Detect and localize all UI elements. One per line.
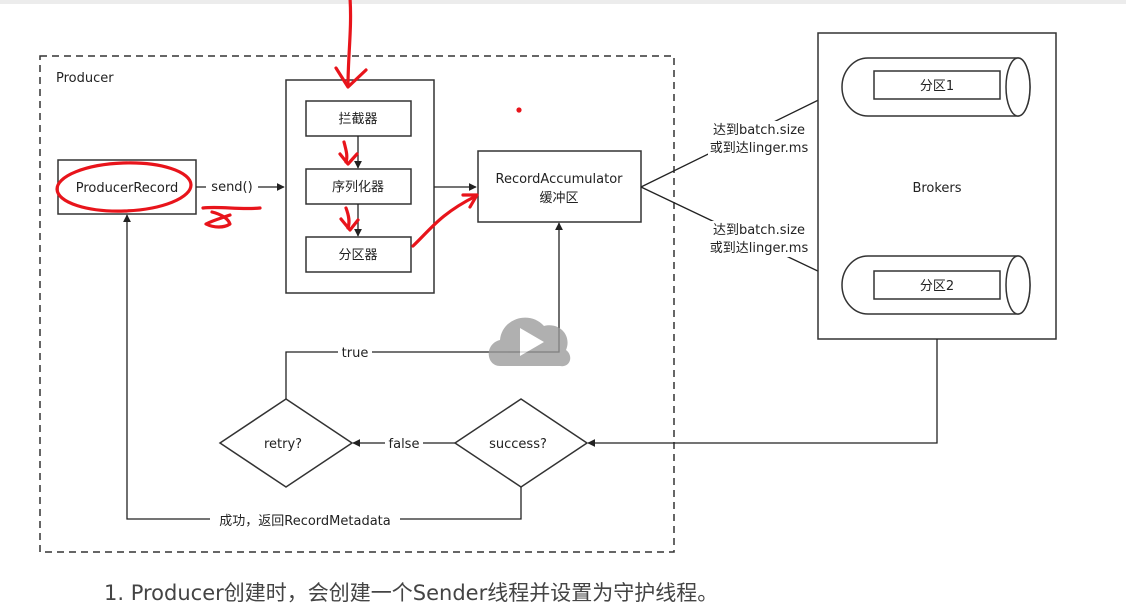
interceptor-label: 拦截器 — [338, 112, 377, 127]
red-annotation-top-arrowhead — [334, 66, 368, 89]
partitioner-label: 分区器 — [338, 248, 377, 263]
brokers-label: Brokers — [912, 181, 961, 196]
red-annotation-top-arrow — [346, 0, 353, 88]
send-label-bg — [206, 177, 258, 195]
red-annotation-dot — [516, 107, 522, 113]
play-icon[interactable] — [488, 317, 571, 367]
condition-top-line1: 达到batch.size — [713, 123, 805, 138]
partition2-label: 分区2 — [920, 279, 954, 294]
accumulator-title: RecordAccumulator — [496, 172, 624, 187]
producer-label: Producer — [56, 71, 114, 86]
producer-record-label: ProducerRecord — [76, 181, 179, 196]
false-label-bg — [385, 434, 423, 452]
return-label-bg — [210, 511, 400, 529]
partition2-cylinder — [841, 255, 1031, 315]
success-label: success? — [489, 437, 547, 452]
condition-top-line2: 或到达linger.ms — [710, 141, 809, 156]
red-annotation-to-accumulator — [411, 194, 478, 248]
send-label: send() — [211, 180, 252, 195]
record-accumulator-box — [477, 150, 642, 223]
retry-label: retry? — [264, 437, 302, 452]
red-annotation-to-accumulator-head — [461, 193, 479, 209]
retry-diamond — [218, 398, 354, 488]
partition1-cylinder — [841, 57, 1031, 117]
red-annotations — [55, 0, 479, 248]
serializer-label: 序列化器 — [332, 180, 384, 195]
brokers-to-success-arrow — [587, 339, 938, 447]
accumulator-subtitle: 缓冲区 — [539, 191, 578, 206]
true-label: true — [342, 346, 369, 361]
caption-text: 1. Producer创建时，会创建一个Sender线程并设置为守护线程。 — [104, 581, 719, 605]
red-annotation-down-1-head — [338, 152, 359, 166]
true-arrow — [285, 222, 563, 399]
red-annotation-down-2-head — [339, 217, 360, 232]
red-annotation-send-scribble — [204, 210, 232, 229]
true-label-bg — [338, 344, 372, 361]
condition-bottom-line1: 达到batch.size — [713, 223, 805, 238]
red-annotation-record-circle — [55, 161, 193, 213]
false-label: false — [389, 437, 420, 452]
producer-container — [39, 55, 675, 553]
condition-top-bg — [708, 121, 812, 157]
red-annotation-send-underline — [201, 205, 262, 211]
condition-bottom-line2: 或到达linger.ms — [710, 241, 809, 256]
return-label: 成功，返回RecordMetadata — [219, 514, 390, 529]
partitioner-box — [305, 236, 412, 273]
partition1-label: 分区1 — [920, 79, 954, 94]
top-divider — [0, 0, 1126, 4]
condition-bottom-bg — [708, 221, 812, 257]
